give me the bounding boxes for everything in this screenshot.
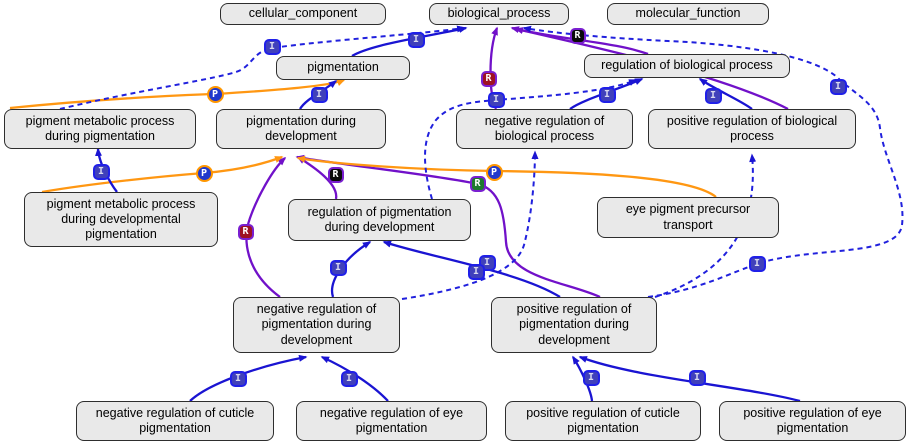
node-neg_reg_cuticle_pigmentation[interactable]: negative regulation of cuticle pigmentat… (76, 401, 274, 441)
edge-eyepigment-partof-pigdev (296, 155, 717, 198)
regulates-badge: R (327, 166, 344, 183)
is_a-badge: I (467, 263, 485, 280)
edge-pigmetabpig-isa-bioprocess (59, 25, 466, 110)
node-neg_reg_eye_pigmentation[interactable]: negative regulation of eye pigmentation (296, 401, 487, 441)
node-pigment_metab_dev_pigmentation[interactable]: pigment metabolic process during develop… (24, 192, 218, 247)
negatively_regulates-badge: R (480, 70, 497, 87)
node-pigmentation[interactable]: pigmentation (276, 56, 410, 80)
edge-pigmentation-isa-bioprocess (351, 26, 468, 57)
part_of-badge: P (206, 85, 224, 103)
edge-posregpigdev-posregulates-pigdev (295, 154, 601, 299)
is_a-badge: I (310, 86, 328, 103)
regulates-badge: R (569, 27, 586, 44)
edge-negregeye-isa-negregpigdev (320, 355, 389, 402)
is_a-badge: I (598, 86, 616, 103)
is_a-badge: I (92, 163, 110, 180)
edge-pigmetabdev-partof-pigdev (41, 155, 284, 194)
node-pigmentation_during_dev[interactable]: pigmentation during development (216, 109, 386, 149)
is_a-badge: I (229, 370, 247, 387)
node-pos_reg_pigmentation_dev[interactable]: positive regulation of pigmentation duri… (491, 297, 657, 353)
node-eye_pigment_precursor_transport[interactable]: eye pigment precursor transport (597, 197, 779, 238)
node-biological_process[interactable]: biological_process (429, 3, 569, 25)
node-pos_reg_eye_pigmentation[interactable]: positive regulation of eye pigmentation (719, 401, 906, 441)
part_of-badge: P (485, 163, 503, 181)
edge-negregpigdev-isa-negregbio (401, 150, 539, 300)
node-neg_reg_bio_process[interactable]: negative regulation of biological proces… (456, 109, 633, 149)
is_a-badge: I (487, 91, 505, 108)
edge-regpigdev-isa-regbio (424, 79, 638, 200)
node-reg_pigmentation_dev[interactable]: regulation of pigmentation during develo… (288, 199, 471, 241)
node-neg_reg_pigmentation_dev[interactable]: negative regulation of pigmentation duri… (233, 297, 400, 353)
edge-posregbio-isa-regbio (698, 78, 753, 110)
node-pos_reg_bio_process[interactable]: positive regulation of biological proces… (648, 109, 856, 149)
node-pos_reg_cuticle_pigmentation[interactable]: positive regulation of cuticle pigmentat… (505, 401, 701, 441)
node-cellular_component[interactable]: cellular_component (220, 3, 386, 25)
positively_regulates-badge: R (469, 175, 486, 192)
node-pigment_metab_pigmentation[interactable]: pigment metabolic process during pigment… (4, 109, 196, 149)
edge-negregcuticle-isa-negregpigdev (189, 354, 308, 402)
is_a-badge: I (582, 369, 600, 386)
is_a-badge: I (329, 259, 347, 276)
is_a-badge: I (263, 38, 281, 55)
is_a-badge: I (688, 369, 706, 386)
negatively_regulates-badge: R (237, 223, 254, 240)
edge-negregpigdev-negregulates-pigdev (245, 156, 287, 298)
is_a-badge: I (829, 78, 847, 95)
node-reg_bio_process[interactable]: regulation of biological process (584, 54, 790, 78)
is_a-badge: I (407, 31, 425, 48)
edge-posregpigdev-isa-bioprocess (522, 25, 904, 298)
edge-posregpigdev-isa-posregbio (654, 153, 757, 298)
part_of-badge: P (195, 164, 213, 182)
node-molecular_function[interactable]: molecular_function (607, 3, 769, 25)
is_a-badge: I (704, 87, 722, 104)
is_a-badge: I (748, 255, 766, 272)
is_a-badge: I (340, 370, 358, 387)
